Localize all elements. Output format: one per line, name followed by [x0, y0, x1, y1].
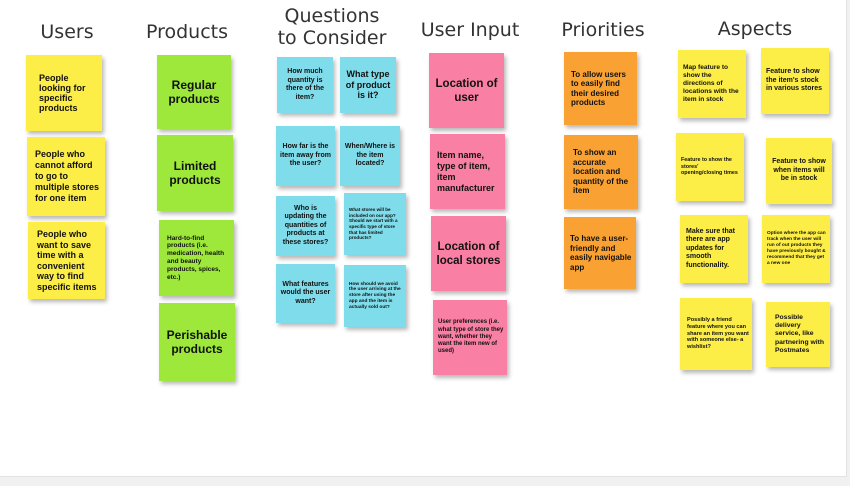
sticky-note-text: Hard-to-find products (i.e. medication, … — [167, 234, 225, 281]
sticky-note[interactable]: What type of product is it? — [340, 57, 396, 113]
sticky-note[interactable]: What features would the user want? — [276, 264, 335, 323]
sticky-note-text: How much quantity is there of the item? — [285, 68, 325, 101]
sticky-note-text: Limited products — [169, 159, 221, 187]
sticky-note-text: Location of local stores — [436, 240, 501, 267]
sticky-note[interactable]: User preferences (i.e. what type of stor… — [433, 300, 507, 375]
sticky-note[interactable]: Location of user — [429, 53, 504, 128]
sticky-note-text: When/Where is the item located? — [344, 143, 396, 168]
sticky-note-text: Possibly a friend feature where you can … — [687, 317, 749, 351]
sticky-note-text: User preferences (i.e. what type of stor… — [438, 319, 504, 355]
sticky-note-text: People looking for specific products — [39, 73, 86, 113]
sticky-note[interactable]: When/Where is the item located? — [340, 126, 400, 186]
sticky-note-text: What stores will be included on our app?… — [349, 207, 398, 241]
sticky-note[interactable]: How much quantity is there of the item? — [277, 57, 333, 113]
sticky-note[interactable]: Possible delivery service, like partneri… — [766, 302, 830, 367]
sticky-note-text: Feature to show the item's stock in vari… — [766, 68, 823, 93]
sticky-note[interactable]: Make sure that there are app updates for… — [680, 215, 748, 283]
sticky-note-text: Possible delivery service, like partneri… — [775, 313, 825, 354]
sticky-note-text: To allow users to easily find their desi… — [571, 69, 626, 108]
sticky-note[interactable]: People who want to save time with a conv… — [28, 222, 105, 299]
sticky-note[interactable]: How far is the item away from the user? — [276, 126, 335, 186]
sticky-note[interactable]: Feature to show the stores' opening/clos… — [676, 133, 744, 201]
sticky-note[interactable]: Hard-to-find products (i.e. medication, … — [159, 220, 234, 296]
sticky-note-text: Option where the app can track when the … — [767, 231, 826, 266]
sticky-note[interactable]: Perishable products — [159, 303, 235, 381]
sticky-note-text: To have a user-friendly and easily navig… — [570, 234, 632, 272]
sticky-note[interactable]: Regular products — [157, 55, 231, 129]
column-title-products: Products — [145, 21, 229, 43]
sticky-note[interactable]: Feature to show the item's stock in vari… — [761, 48, 829, 114]
sticky-note[interactable]: Location of local stores — [431, 216, 506, 291]
sticky-note-text: To show an accurate location and quantit… — [573, 148, 629, 196]
sticky-note-text: Location of user — [435, 77, 498, 104]
sticky-note[interactable]: What stores will be included on our app?… — [344, 193, 406, 255]
sticky-note-text: Who is updating the quantities of produc… — [282, 204, 329, 246]
sticky-note[interactable]: How should we avoid the user arriving at… — [344, 265, 406, 327]
sticky-note[interactable]: People looking for specific products — [26, 55, 102, 131]
sticky-note[interactable]: Option where the app can track when the … — [762, 215, 830, 283]
sticky-note[interactable]: Item name, type of item, item manufactur… — [430, 134, 505, 209]
sticky-note[interactable]: Who is updating the quantities of produc… — [276, 196, 335, 256]
sticky-note[interactable]: To have a user-friendly and easily navig… — [564, 217, 636, 289]
sticky-note-text: Feature to show the stores' opening/clos… — [681, 157, 738, 177]
sticky-note[interactable]: Limited products — [157, 135, 233, 211]
sticky-note-text: People who want to save time with a conv… — [37, 229, 97, 292]
column-title-questions: Questions to Consider — [277, 5, 387, 49]
column-title-users: Users — [40, 21, 94, 43]
sticky-note-text: Regular products — [168, 78, 220, 106]
sticky-note[interactable]: To show an accurate location and quantit… — [564, 135, 638, 209]
whiteboard: Users Products Questions to Consider Use… — [0, 0, 847, 477]
sticky-note[interactable]: Possibly a friend feature where you can … — [680, 298, 752, 370]
sticky-note-text: How far is the item away from the user? — [280, 143, 331, 168]
sticky-note-text: Feature to show when items will be in st… — [772, 158, 826, 183]
sticky-note[interactable]: Feature to show when items will be in st… — [766, 138, 832, 204]
sticky-note-text: What type of product is it? — [345, 69, 391, 101]
column-title-user-input: User Input — [420, 19, 520, 41]
sticky-note-text: Item name, type of item, item manufactur… — [437, 149, 495, 193]
sticky-note-text: How should we avoid the user arriving at… — [349, 281, 401, 310]
sticky-note[interactable]: People who cannot afford to go to multip… — [27, 137, 105, 216]
sticky-note-text: Make sure that there are app updates for… — [686, 227, 736, 269]
column-title-aspects: Aspects — [717, 18, 793, 40]
sticky-note-text: Map feature to show the directions of lo… — [683, 64, 739, 103]
sticky-note-text: Perishable products — [166, 328, 228, 356]
column-title-priorities: Priorities — [561, 19, 645, 41]
sticky-note-text: What features would the user want? — [280, 280, 331, 305]
sticky-note[interactable]: To allow users to easily find their desi… — [564, 52, 637, 125]
sticky-note[interactable]: Map feature to show the directions of lo… — [678, 50, 746, 118]
sticky-note-text: People who cannot afford to go to multip… — [35, 149, 100, 203]
